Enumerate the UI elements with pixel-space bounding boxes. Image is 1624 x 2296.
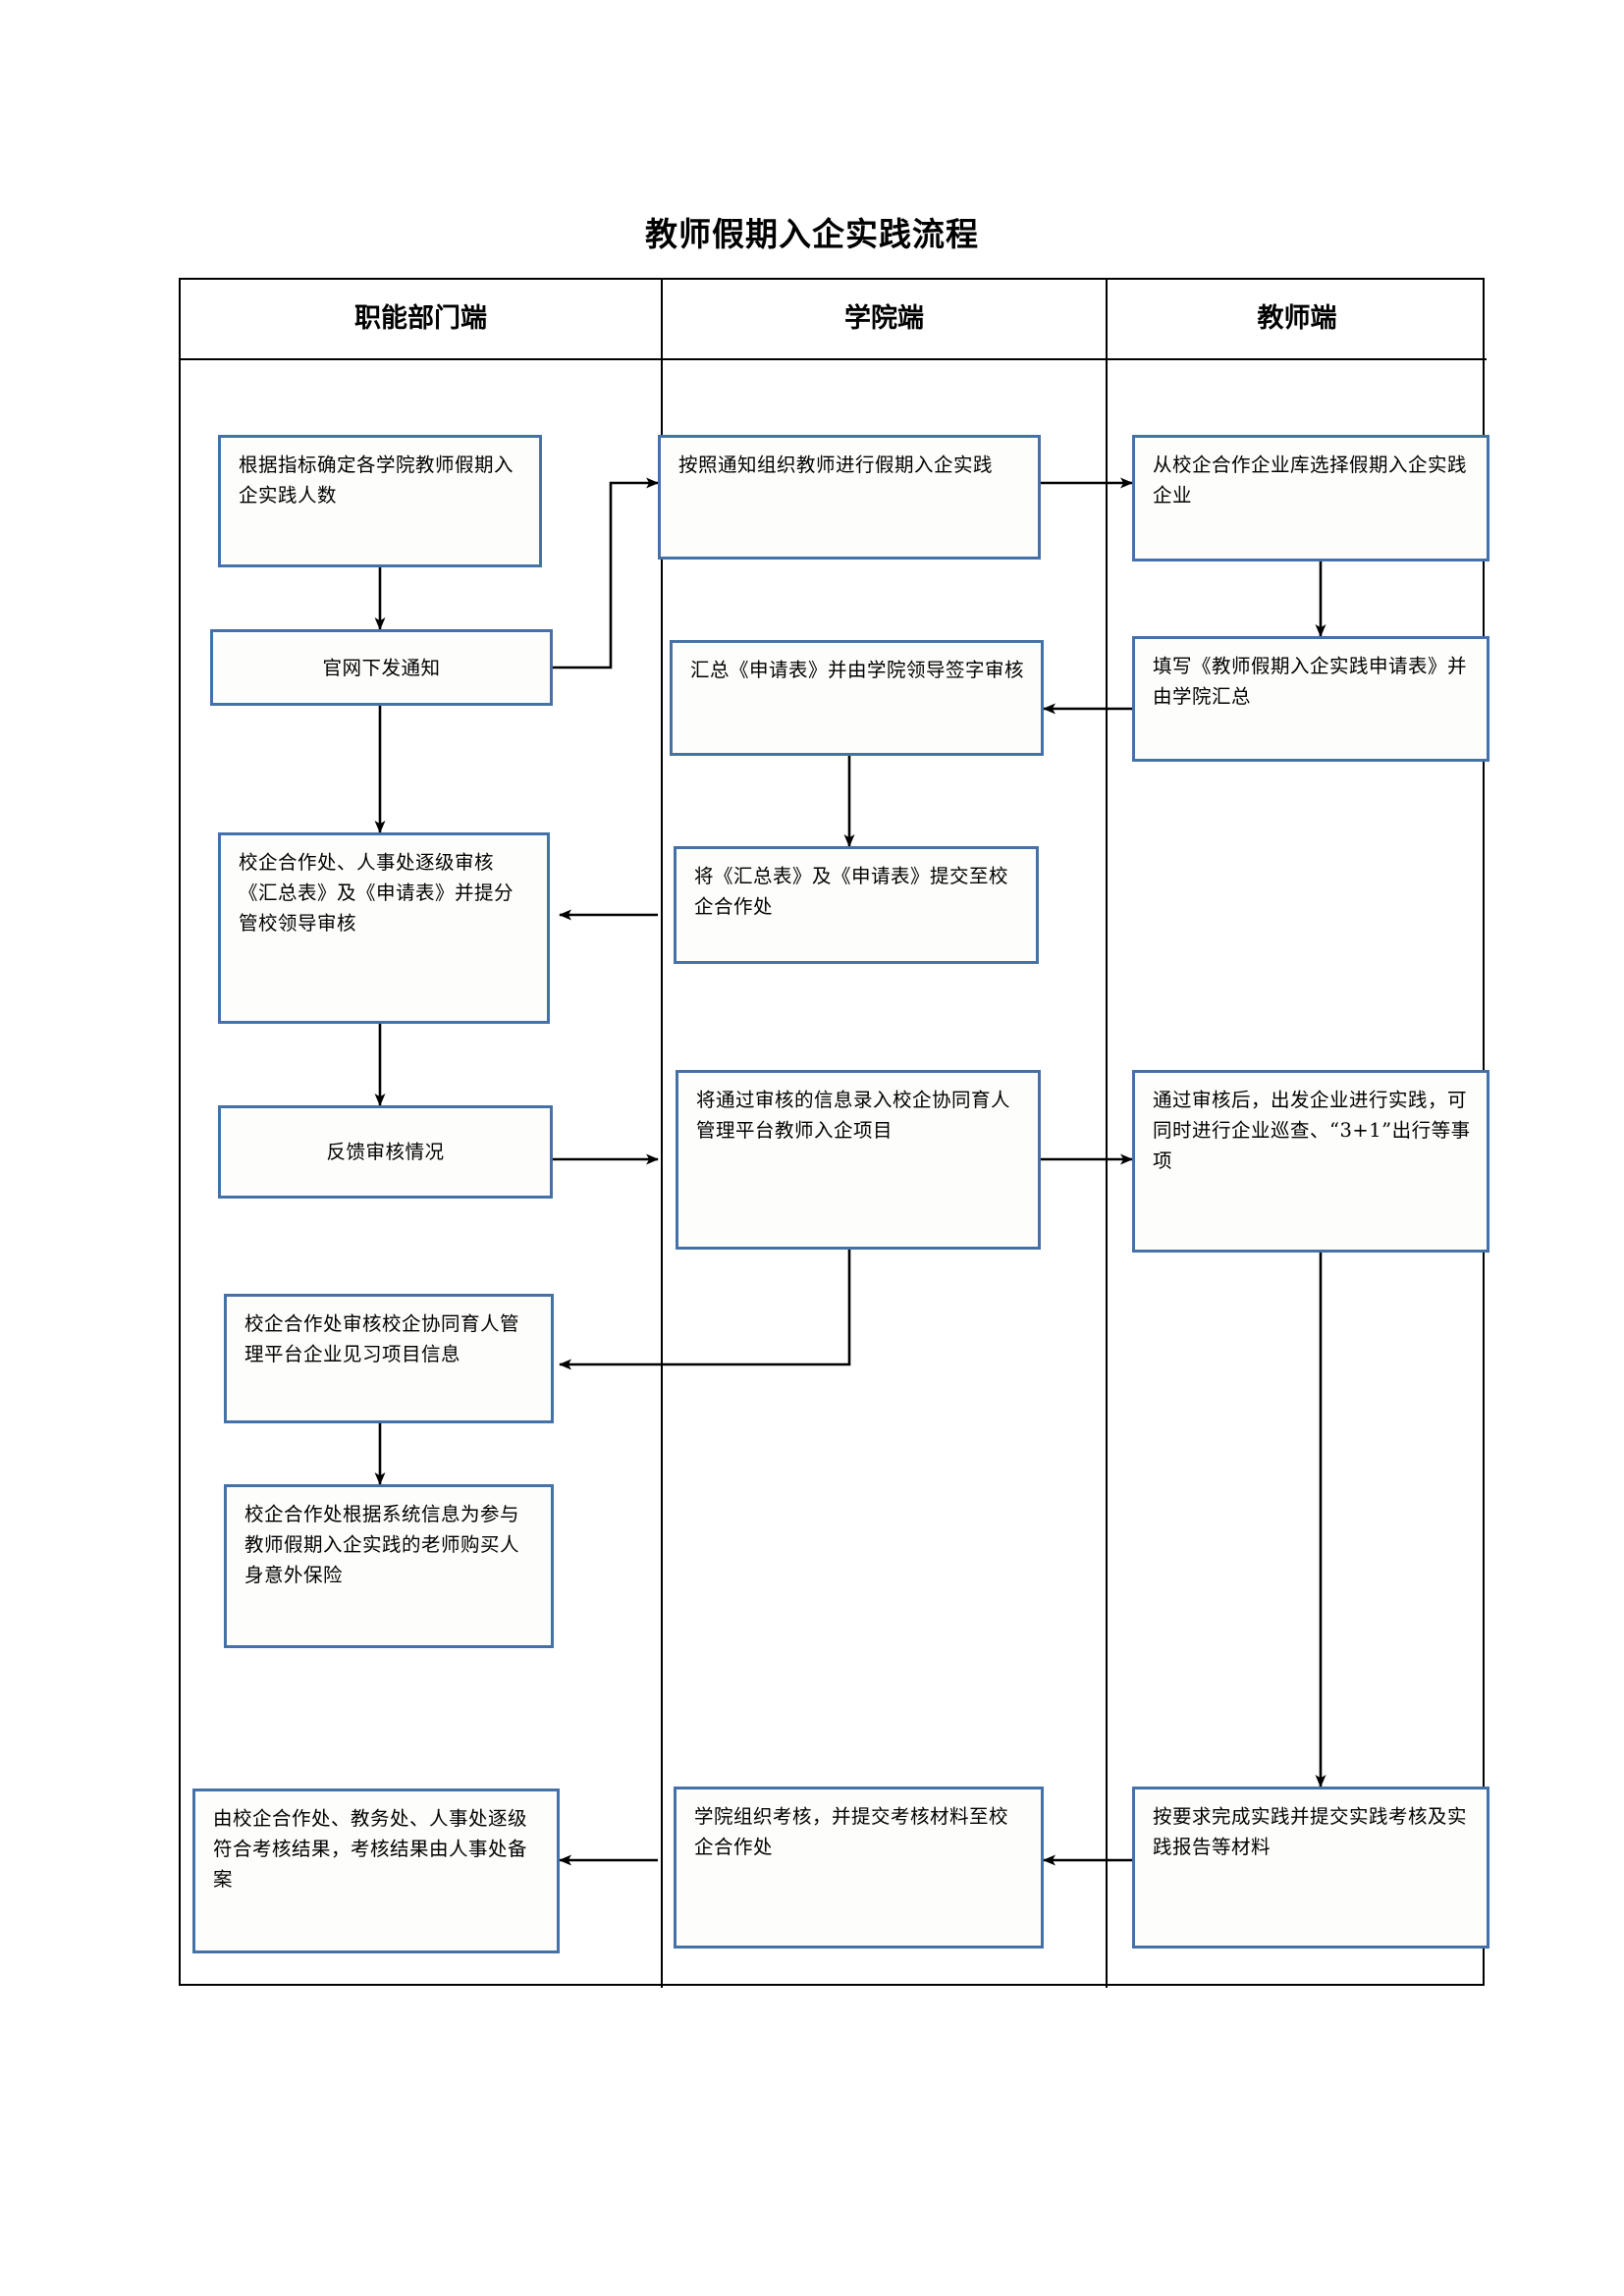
node-teacher-1[interactable]: 从校企合作企业库选择假期入企实践企业 (1132, 435, 1489, 561)
node-dept-4[interactable]: 反馈审核情况 (218, 1105, 553, 1199)
node-teacher-2[interactable]: 填写《教师假期入企实践申请表》并由学院汇总 (1132, 636, 1489, 762)
node-teacher-1-label: 从校企合作企业库选择假期入企实践企业 (1153, 454, 1468, 507)
node-college-4[interactable]: 将通过审核的信息录入校企协同育人管理平台教师入企项目 (676, 1070, 1041, 1250)
node-teacher-4-label: 按要求完成实践并提交实践考核及实践报告等材料 (1153, 1805, 1468, 1858)
node-college-5[interactable]: 学院组织考核，并提交考核材料至校企合作处 (674, 1787, 1044, 1949)
node-teacher-4[interactable]: 按要求完成实践并提交实践考核及实践报告等材料 (1132, 1787, 1489, 1949)
node-dept-5-label: 校企合作处审核校企协同育人管理平台企业见习项目信息 (244, 1312, 520, 1365)
node-college-3-label: 将《汇总表》及《申请表》提交至校企合作处 (694, 865, 1009, 918)
node-dept-5[interactable]: 校企合作处审核校企协同育人管理平台企业见习项目信息 (224, 1294, 554, 1423)
node-dept-4-label: 反馈审核情况 (326, 1141, 445, 1163)
lane-header-functional-dept: 职能部门端 (354, 303, 487, 334)
node-dept-6-label: 校企合作处根据系统信息为参与教师假期入企实践的老师购买人身意外保险 (244, 1503, 520, 1586)
node-dept-7[interactable]: 由校企合作处、教务处、人事处逐级符合考核结果，考核结果由人事处备案 (192, 1789, 560, 1953)
node-dept-7-label: 由校企合作处、教务处、人事处逐级符合考核结果，考核结果由人事处备案 (213, 1807, 528, 1891)
node-dept-2[interactable]: 官网下发通知 (210, 629, 553, 706)
node-teacher-3-label: 通过审核后，出发企业进行实践，可同时进行企业巡查、“3+1”出行等事项 (1153, 1089, 1471, 1172)
node-dept-1[interactable]: 根据指标确定各学院教师假期入企实践人数 (218, 435, 542, 567)
lane-header-college: 学院端 (844, 303, 924, 334)
node-teacher-2-label: 填写《教师假期入企实践申请表》并由学院汇总 (1153, 655, 1468, 708)
node-college-2-label: 汇总《申请表》并由学院领导签字审核 (690, 659, 1025, 681)
node-dept-1-label: 根据指标确定各学院教师假期入企实践人数 (239, 454, 514, 507)
node-college-2[interactable]: 汇总《申请表》并由学院领导签字审核 (670, 640, 1044, 756)
page-title: 教师假期入企实践流程 (645, 215, 979, 253)
node-dept-2-label: 官网下发通知 (322, 656, 441, 679)
node-college-5-label: 学院组织考核，并提交考核材料至校企合作处 (694, 1805, 1009, 1858)
header-divider (181, 358, 1487, 360)
lane-header-teacher: 教师端 (1257, 303, 1337, 334)
node-dept-3[interactable]: 校企合作处、人事处逐级审核《汇总表》及《申请表》并提分管校领导审核 (218, 832, 550, 1024)
node-teacher-3[interactable]: 通过审核后，出发企业进行实践，可同时进行企业巡查、“3+1”出行等事项 (1132, 1070, 1489, 1253)
node-college-1-label: 按照通知组织教师进行假期入企实践 (678, 454, 994, 476)
node-college-1[interactable]: 按照通知组织教师进行假期入企实践 (658, 435, 1041, 560)
node-college-3[interactable]: 将《汇总表》及《申请表》提交至校企合作处 (674, 846, 1039, 964)
node-college-4-label: 将通过审核的信息录入校企协同育人管理平台教师入企项目 (696, 1089, 1011, 1142)
lane-divider-2 (1106, 280, 1108, 1988)
node-dept-3-label: 校企合作处、人事处逐级审核《汇总表》及《申请表》并提分管校领导审核 (239, 851, 514, 934)
node-dept-6[interactable]: 校企合作处根据系统信息为参与教师假期入企实践的老师购买人身意外保险 (224, 1484, 554, 1648)
lane-divider-1 (661, 280, 663, 1988)
